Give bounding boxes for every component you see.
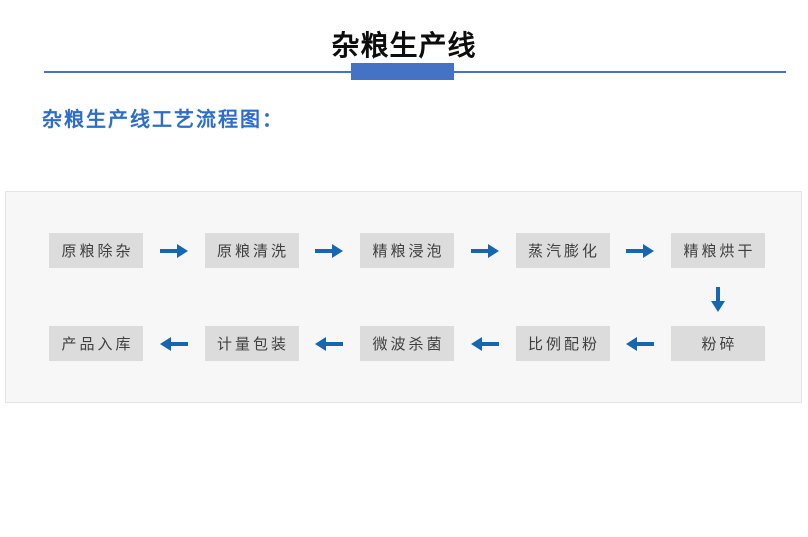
flow-step-label: 原粮清洗 [216,243,289,260]
flow-connector [299,336,361,351]
flow-step-steam-puffing: 蒸汽膨化 [515,233,610,268]
title-divider-accent-block [351,63,454,80]
flow-step-label: 原粮除杂 [61,243,134,260]
flow-row-top: 原粮除杂 原粮清洗 精粮浸泡 蒸汽膨化 [49,233,765,268]
flow-step-label: 精粮烘干 [683,243,756,260]
flow-step-microwave-sterilization: 微波杀菌 [360,326,454,361]
flow-step-grain-drying: 精粮烘干 [671,233,765,268]
arrow-left-icon [315,336,344,351]
arrow-right-icon [470,243,499,258]
flow-step-crushing: 粉碎 [671,326,765,361]
flow-step-label: 蒸汽膨化 [527,243,600,260]
flow-step-label: 精粮浸泡 [372,243,445,260]
arrow-left-icon [470,336,499,351]
flow-step-proportional-blending: 比例配粉 [515,326,610,361]
flowchart-panel: 原粮除杂 原粮清洗 精粮浸泡 蒸汽膨化 [5,191,802,403]
flow-step-label: 计量包装 [216,336,289,353]
flow-step-label: 产品入库 [61,336,134,353]
flow-connector [610,336,672,351]
flow-connector [454,243,516,258]
arrow-left-icon [159,336,188,351]
flow-step-grain-soaking: 精粮浸泡 [360,233,454,268]
arrow-left-icon [626,336,655,351]
flow-step-label: 粉碎 [701,336,738,353]
flow-step-raw-grain-cleaning-impurity: 原粮除杂 [49,233,143,268]
flow-connector [143,243,205,258]
flow-row-bottom: 产品入库 计量包装 微波杀菌 比例配粉 [49,326,765,361]
arrow-right-icon [626,243,655,258]
flow-step-product-warehousing: 产品入库 [49,326,143,361]
flow-connector [143,336,205,351]
flow-connector [610,243,672,258]
arrow-right-icon [159,243,188,258]
flow-connector [454,336,516,351]
section-heading: 杂粮生产线工艺流程图： [42,109,284,131]
flow-step-label: 微波杀菌 [372,336,445,353]
arrow-down-icon [711,287,725,313]
flow-connector [299,243,361,258]
arrow-right-icon [315,243,344,258]
flow-step-label: 比例配粉 [527,336,600,353]
flow-step-raw-grain-washing: 原粮清洗 [204,233,299,268]
flow-step-metering-packaging: 计量包装 [204,326,299,361]
page-title: 杂粮生产线 [331,30,477,61]
